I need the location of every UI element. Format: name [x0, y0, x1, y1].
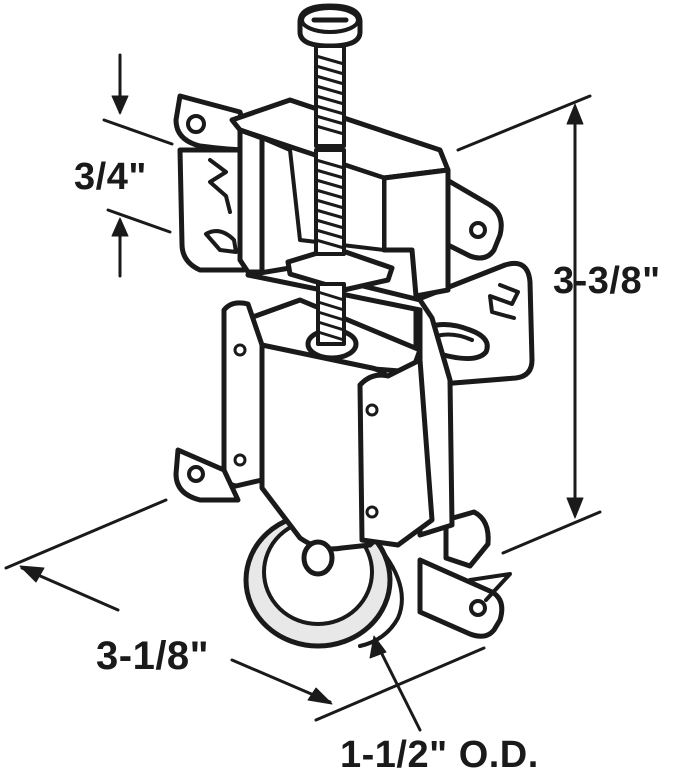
- wheel-edge: [358, 553, 404, 648]
- dimension-lines: [4, 53, 602, 732]
- length-arrow-left: [19, 565, 45, 583]
- dim-bottom-extension: [106, 208, 172, 234]
- dim-bottom-arrowhead: [111, 217, 129, 237]
- housing-left-side: [221, 300, 265, 489]
- bottom-tab-plate: [417, 557, 505, 639]
- left-bracket-hole: [186, 114, 206, 134]
- bolt-threads: [314, 54, 346, 342]
- left-foot-tab: [173, 447, 241, 503]
- left-bracket-slot: [208, 158, 232, 214]
- right-bracket-slot: [488, 283, 520, 320]
- length-left-extension: [4, 498, 168, 570]
- axle: [301, 539, 335, 577]
- diameter-leader: [378, 648, 422, 732]
- housing: [173, 265, 455, 577]
- dimension-overall-length: 3-1/8": [96, 634, 210, 678]
- dim-top-extension: [102, 118, 174, 146]
- height-arrow-bottom: [566, 497, 584, 519]
- dim-top-arrowhead: [111, 95, 129, 115]
- housing-left-rivet-top: [233, 343, 247, 357]
- housing-right-face: [357, 357, 435, 548]
- height-arrow-top: [566, 103, 584, 125]
- left-foot-hole: [187, 465, 205, 483]
- dimension-slot-spacing: 3/4": [74, 156, 147, 198]
- yoke-right-leg: [381, 167, 451, 299]
- yoke-left-leg: [237, 127, 265, 275]
- height-bottom-extension: [501, 510, 602, 555]
- right-bracket-hole: [469, 221, 487, 239]
- left-bracket-clip: [204, 229, 238, 254]
- length-arrow-right: [307, 687, 333, 705]
- dimension-overall-height: 3-3/8": [553, 260, 661, 302]
- housing-right-rivet-bottom: [365, 505, 379, 519]
- bottom-right-tab: [417, 509, 512, 639]
- housing-left-rivet-bottom: [233, 453, 247, 467]
- spring-clip: [443, 509, 491, 569]
- length-right-extension: [314, 646, 486, 722]
- adjustment-bolt: [297, 3, 363, 346]
- housing-right-rivet-top: [365, 403, 379, 417]
- height-top-extension: [456, 94, 592, 152]
- dimension-wheel-diameter: 1-1/2" O.D.: [340, 734, 539, 776]
- spring-clip-hook: [468, 572, 512, 602]
- bottom-tab-hole: [469, 599, 487, 617]
